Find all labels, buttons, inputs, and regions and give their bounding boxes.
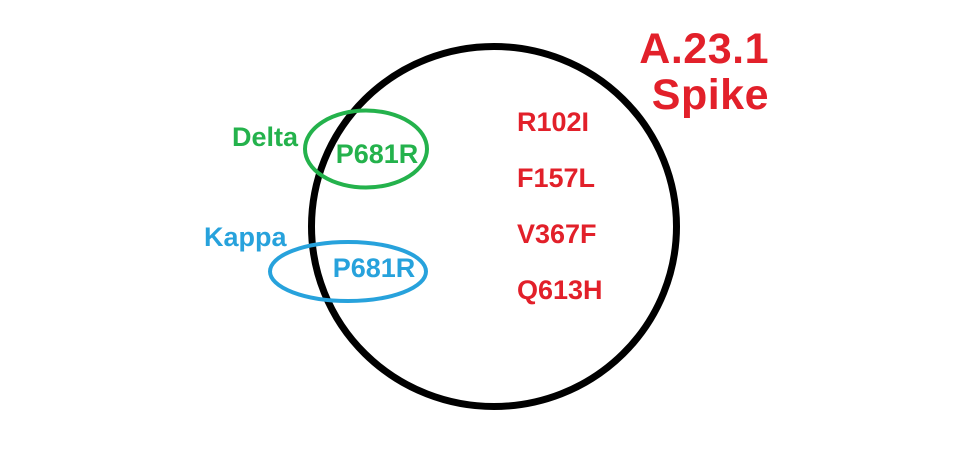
diagram-title: A.23.1 Spike <box>639 26 769 118</box>
delta-set-label: Delta <box>232 122 299 152</box>
kappa-ellipse <box>268 240 428 303</box>
mutation-item-v367f: V367F <box>517 219 597 249</box>
mutation-item-q613h: Q613H <box>517 275 603 305</box>
spike-circle <box>308 43 680 410</box>
spike-mutation-list: R102I F157L V367F Q613H <box>517 109 603 304</box>
kappa-set-label: Kappa <box>204 222 287 252</box>
mutation-item-f157l: F157L <box>517 163 596 193</box>
title-line-1: A.23.1 <box>639 25 769 73</box>
kappa-mutation-p681r: P681R <box>332 253 416 283</box>
title-line-2: Spike <box>651 71 769 119</box>
mutation-item-r102i: R102I <box>517 107 590 137</box>
delta-ellipse <box>303 108 429 190</box>
delta-mutation-p681r: P681R <box>335 139 419 169</box>
